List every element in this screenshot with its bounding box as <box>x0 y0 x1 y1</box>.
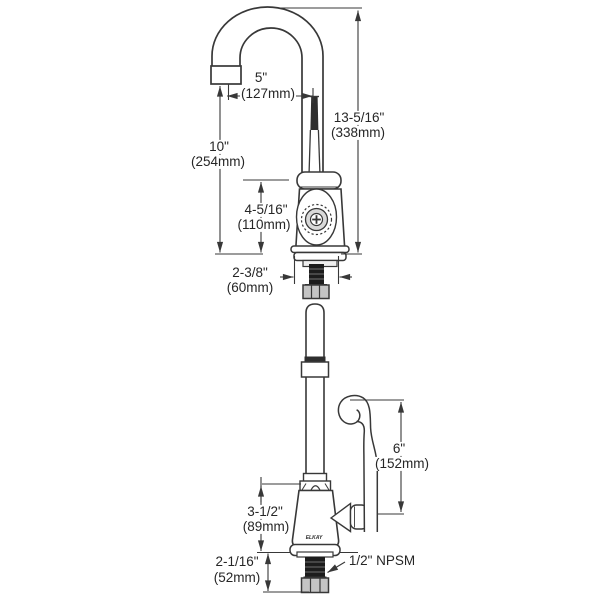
thread-ridges <box>309 268 324 280</box>
label-handle-length-mm: (152mm) <box>373 455 431 472</box>
top-view-gooseneck-faucet <box>210 6 350 300</box>
thread-ridges <box>305 561 325 573</box>
label-spout-reach-mm: (127mm) <box>239 85 297 102</box>
gooseneck-spout <box>211 6 324 176</box>
label-spout-reach-in: 5" <box>253 69 269 86</box>
label-base-width-mm: (60mm) <box>225 279 275 296</box>
label-spout-height-mm: (254mm) <box>189 153 247 170</box>
handle-lever-left <box>308 129 312 176</box>
mounting-nut-side <box>300 577 330 594</box>
base-flange-lip <box>290 245 350 254</box>
riser-pipe <box>305 303 325 478</box>
label-overall-height-mm: (338mm) <box>329 124 387 141</box>
spout-nut-dome <box>310 485 321 491</box>
body-cap <box>296 171 342 190</box>
riser-collar <box>300 361 330 378</box>
label-body-height-in: 4-5/16" <box>243 201 289 218</box>
wristblade-outline <box>337 394 379 532</box>
label-thread-spec: 1/2" NPSM <box>347 552 417 569</box>
side-view-faucet: ELKAY <box>289 303 379 594</box>
label-overall-height-in: 13-5/16" <box>332 109 386 126</box>
spout-nut-upper <box>302 472 328 483</box>
handle-lever-right <box>317 129 321 176</box>
brand-mark: ELKAY <box>306 535 323 541</box>
spout-nut-facet <box>301 483 307 491</box>
label-body-height-mm: (110mm) <box>236 216 292 233</box>
supply-shank-threads <box>309 264 324 288</box>
wristblade-inner-edge <box>356 420 366 533</box>
label-lower-body-height-in: 3-1/2" <box>246 503 284 520</box>
wristblade-fill <box>338 396 378 532</box>
leader-thread-spec <box>327 561 346 573</box>
aerator-outlet <box>210 65 242 85</box>
label-spout-height-in: 10" <box>208 138 230 155</box>
handle-lever-tip <box>310 97 319 130</box>
gooseneck-spout-inner <box>239 27 303 176</box>
base-flange-band <box>296 551 334 558</box>
supply-shank-threads-side <box>305 557 325 580</box>
handle-hub-knurl <box>300 203 333 236</box>
label-handle-length-in: 6" <box>391 440 407 457</box>
riser-collar-band <box>304 356 326 362</box>
label-shank-length-mm: (52mm) <box>212 569 262 586</box>
label-lower-body-height-mm: (89mm) <box>241 518 291 535</box>
mounting-nut <box>302 284 330 300</box>
spout-nut-facet <box>324 483 330 491</box>
label-shank-length-in: 2-1/16" <box>214 553 260 570</box>
label-base-width-in: 2-3/8" <box>231 264 269 281</box>
